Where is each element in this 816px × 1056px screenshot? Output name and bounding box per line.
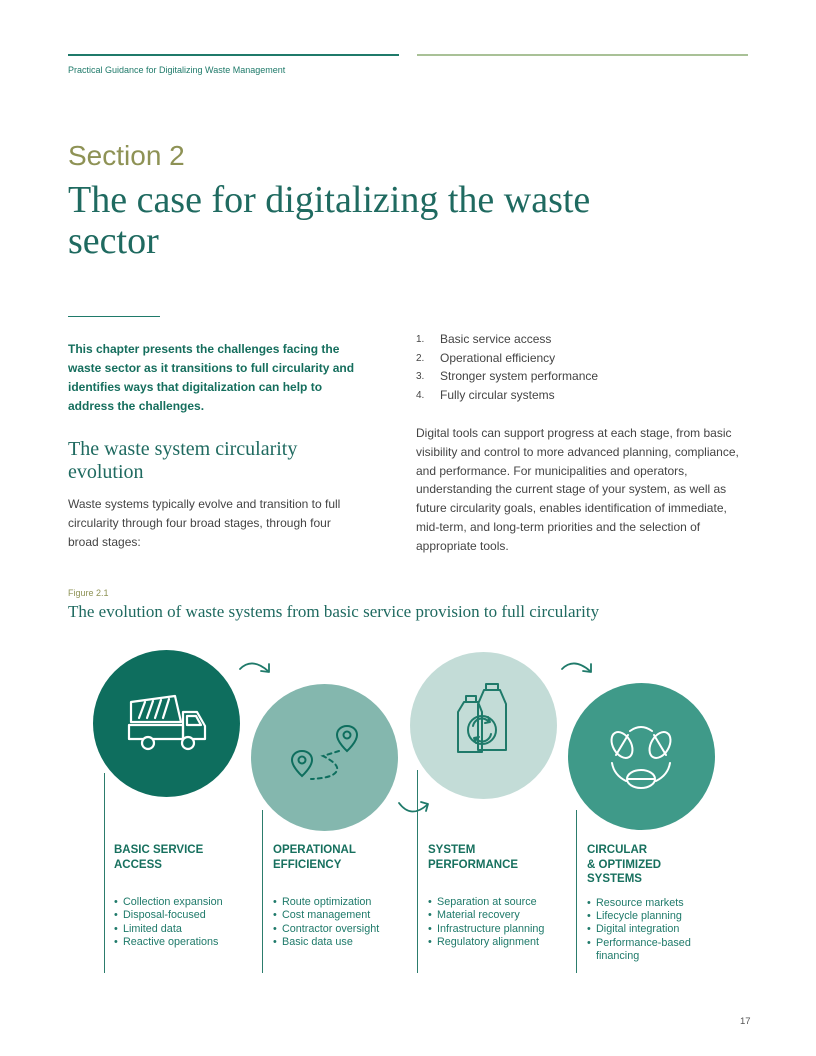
list-item: Resource markets bbox=[587, 897, 727, 911]
header-rule-left bbox=[68, 54, 399, 56]
stage-1-column: Basic service access Collection expansio… bbox=[114, 843, 254, 950]
list-item: Infrastructure planning bbox=[428, 923, 568, 937]
title-divider bbox=[68, 316, 160, 317]
leaf-cycle-icon bbox=[610, 726, 672, 789]
stage-4-circle bbox=[568, 683, 715, 830]
curved-arrow-icon bbox=[239, 662, 270, 673]
stage-heading: Basic service access bbox=[114, 844, 204, 871]
list-item: Basic data use bbox=[273, 936, 413, 950]
stage-4-column: Circular & optimized systems Resource ma… bbox=[587, 843, 727, 964]
curved-arrow-icon bbox=[398, 801, 429, 813]
list-item: Regulatory alignment bbox=[428, 936, 568, 950]
list-item: Lifecycle planning bbox=[587, 910, 727, 924]
list-item: 2.Operational efficiency bbox=[416, 350, 556, 365]
list-item: Collection expansion bbox=[114, 896, 254, 910]
list-item: Disposal-focused bbox=[114, 909, 254, 923]
right-body-paragraph: Digital tools can support progress at ea… bbox=[416, 426, 739, 553]
page-number: 17 bbox=[740, 1016, 751, 1027]
running-head: Practical Guidance for Digitalizing Wast… bbox=[68, 65, 286, 75]
stage-items: Route optimization Cost management Contr… bbox=[273, 896, 413, 950]
stage-heading: Operational efficiency bbox=[273, 844, 356, 871]
stage-1-circle bbox=[93, 650, 240, 797]
list-item: 4.Fully circular systems bbox=[416, 388, 555, 403]
stage-items: Collection expansion Disposal-focused Li… bbox=[114, 896, 254, 950]
list-item: Contractor oversight bbox=[273, 923, 413, 937]
stage-items: Resource markets Lifecycle planning Digi… bbox=[587, 897, 727, 964]
page-title: The case for digitalizing the waste sect… bbox=[68, 179, 591, 262]
list-item: Cost management bbox=[273, 909, 413, 923]
list-item: Material recovery bbox=[428, 909, 568, 923]
recycling-bottles-icon bbox=[457, 683, 507, 753]
list-item: Performance-based financing bbox=[587, 937, 727, 964]
subsection-heading: The waste system circularity evolution bbox=[68, 438, 298, 483]
list-item: Separation at source bbox=[428, 896, 568, 910]
section-label: Section 2 bbox=[68, 140, 185, 171]
stage-2-circle bbox=[251, 684, 398, 831]
route-pins-icon bbox=[290, 724, 359, 780]
figure-label: Figure 2.1 bbox=[68, 588, 109, 598]
stage-3-column: System performance Separation at source … bbox=[428, 843, 568, 950]
list-item: 3.Stronger system performance bbox=[416, 369, 599, 384]
list-item: Route optimization bbox=[273, 896, 413, 910]
figure-title: The evolution of waste systems from basi… bbox=[68, 602, 600, 621]
garbage-truck-icon bbox=[127, 694, 207, 751]
stage-2-column: Operational efficiency Route optimizatio… bbox=[273, 843, 413, 950]
stage-2-line bbox=[262, 810, 263, 973]
intro-paragraph: This chapter presents the challenges fac… bbox=[68, 342, 355, 413]
stage-1-line bbox=[104, 773, 105, 973]
stage-3-line bbox=[417, 770, 418, 973]
subsection-body: Waste systems typically evolve and trans… bbox=[68, 497, 341, 549]
stage-heading: System performance bbox=[428, 844, 519, 871]
stage-3-circle bbox=[410, 652, 557, 799]
stage-heading: Circular & optimized systems bbox=[587, 844, 662, 885]
stage-items: Separation at source Material recovery I… bbox=[428, 896, 568, 950]
list-item: 1.Basic service access bbox=[416, 332, 552, 346]
list-item: Limited data bbox=[114, 923, 254, 937]
list-item: Digital integration bbox=[587, 923, 727, 937]
stages-list: 1.Basic service access 2.Operational eff… bbox=[416, 330, 598, 405]
stage-4-line bbox=[576, 810, 577, 973]
list-item: Reactive operations bbox=[114, 936, 254, 950]
header-rule-right bbox=[417, 54, 748, 56]
curved-arrow-icon bbox=[561, 662, 592, 673]
